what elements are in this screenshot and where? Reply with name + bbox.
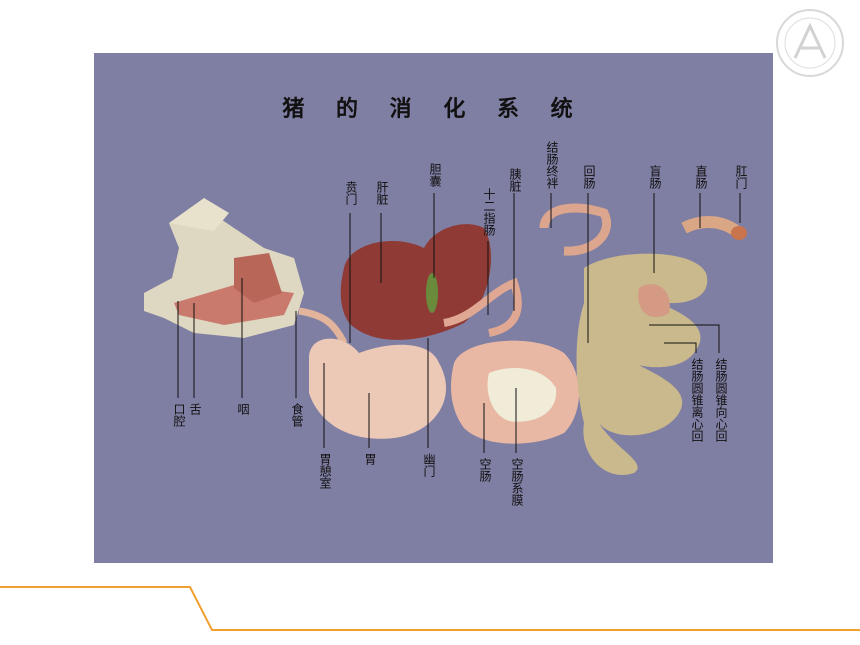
label-gastric-diverticulum: 胃憩室	[318, 453, 332, 489]
label-jejunum-mesentery: 空肠系膜	[510, 458, 524, 506]
label-centrifugal-coil: 结肠圆锥离心回	[690, 358, 704, 442]
label-liver: 肝脏	[375, 181, 389, 205]
label-pancreas: 胰脏	[508, 168, 522, 192]
label-anus: 肛门	[734, 165, 748, 189]
cecum-shape	[638, 284, 670, 318]
jejunum-mesentery-shape	[487, 368, 557, 422]
label-jejunum: 空肠	[478, 458, 492, 482]
leader-lines	[177, 193, 741, 453]
label-ileum: 回肠	[582, 165, 596, 189]
label-stomach: 胃	[363, 453, 377, 465]
pig-digestive-illustration	[144, 193, 747, 475]
label-cardia: 贲门	[344, 181, 358, 205]
label-cecum: 盲肠	[648, 165, 662, 189]
label-esophagus: 食管	[290, 403, 304, 427]
label-pylorus: 幽门	[422, 453, 436, 477]
diagram-title: 猪 的 消 化 系 统	[282, 96, 585, 122]
stomach-shape	[309, 338, 447, 439]
label-pharynx: 咽	[236, 403, 250, 415]
university-emblem-icon	[776, 9, 844, 77]
label-oral-cavity: 口腔	[172, 403, 186, 427]
anus-shape	[731, 226, 747, 240]
gallbladder-shape	[426, 273, 438, 313]
diagram-panel: 猪 的 消 化 系 统 口腔 舌 咽 食管 胃憩室 胃 贲门 肝脏 胆囊 幽门 …	[94, 53, 773, 563]
pig-ear-shape	[169, 198, 229, 231]
liver-shape	[340, 224, 492, 340]
label-tongue: 舌	[188, 403, 202, 415]
label-centripetal-coil: 结肠圆锥向心回	[714, 358, 728, 442]
label-duodenum: 十二指肠	[482, 188, 496, 236]
label-gallbladder: 胆囊	[428, 163, 442, 187]
label-rectum: 直肠	[694, 165, 708, 189]
pharynx-shape	[234, 253, 282, 303]
esophagus-shape	[298, 307, 348, 345]
label-colon-final-loop: 结肠终袢	[545, 141, 559, 189]
spiral-colon-shape	[576, 253, 708, 475]
